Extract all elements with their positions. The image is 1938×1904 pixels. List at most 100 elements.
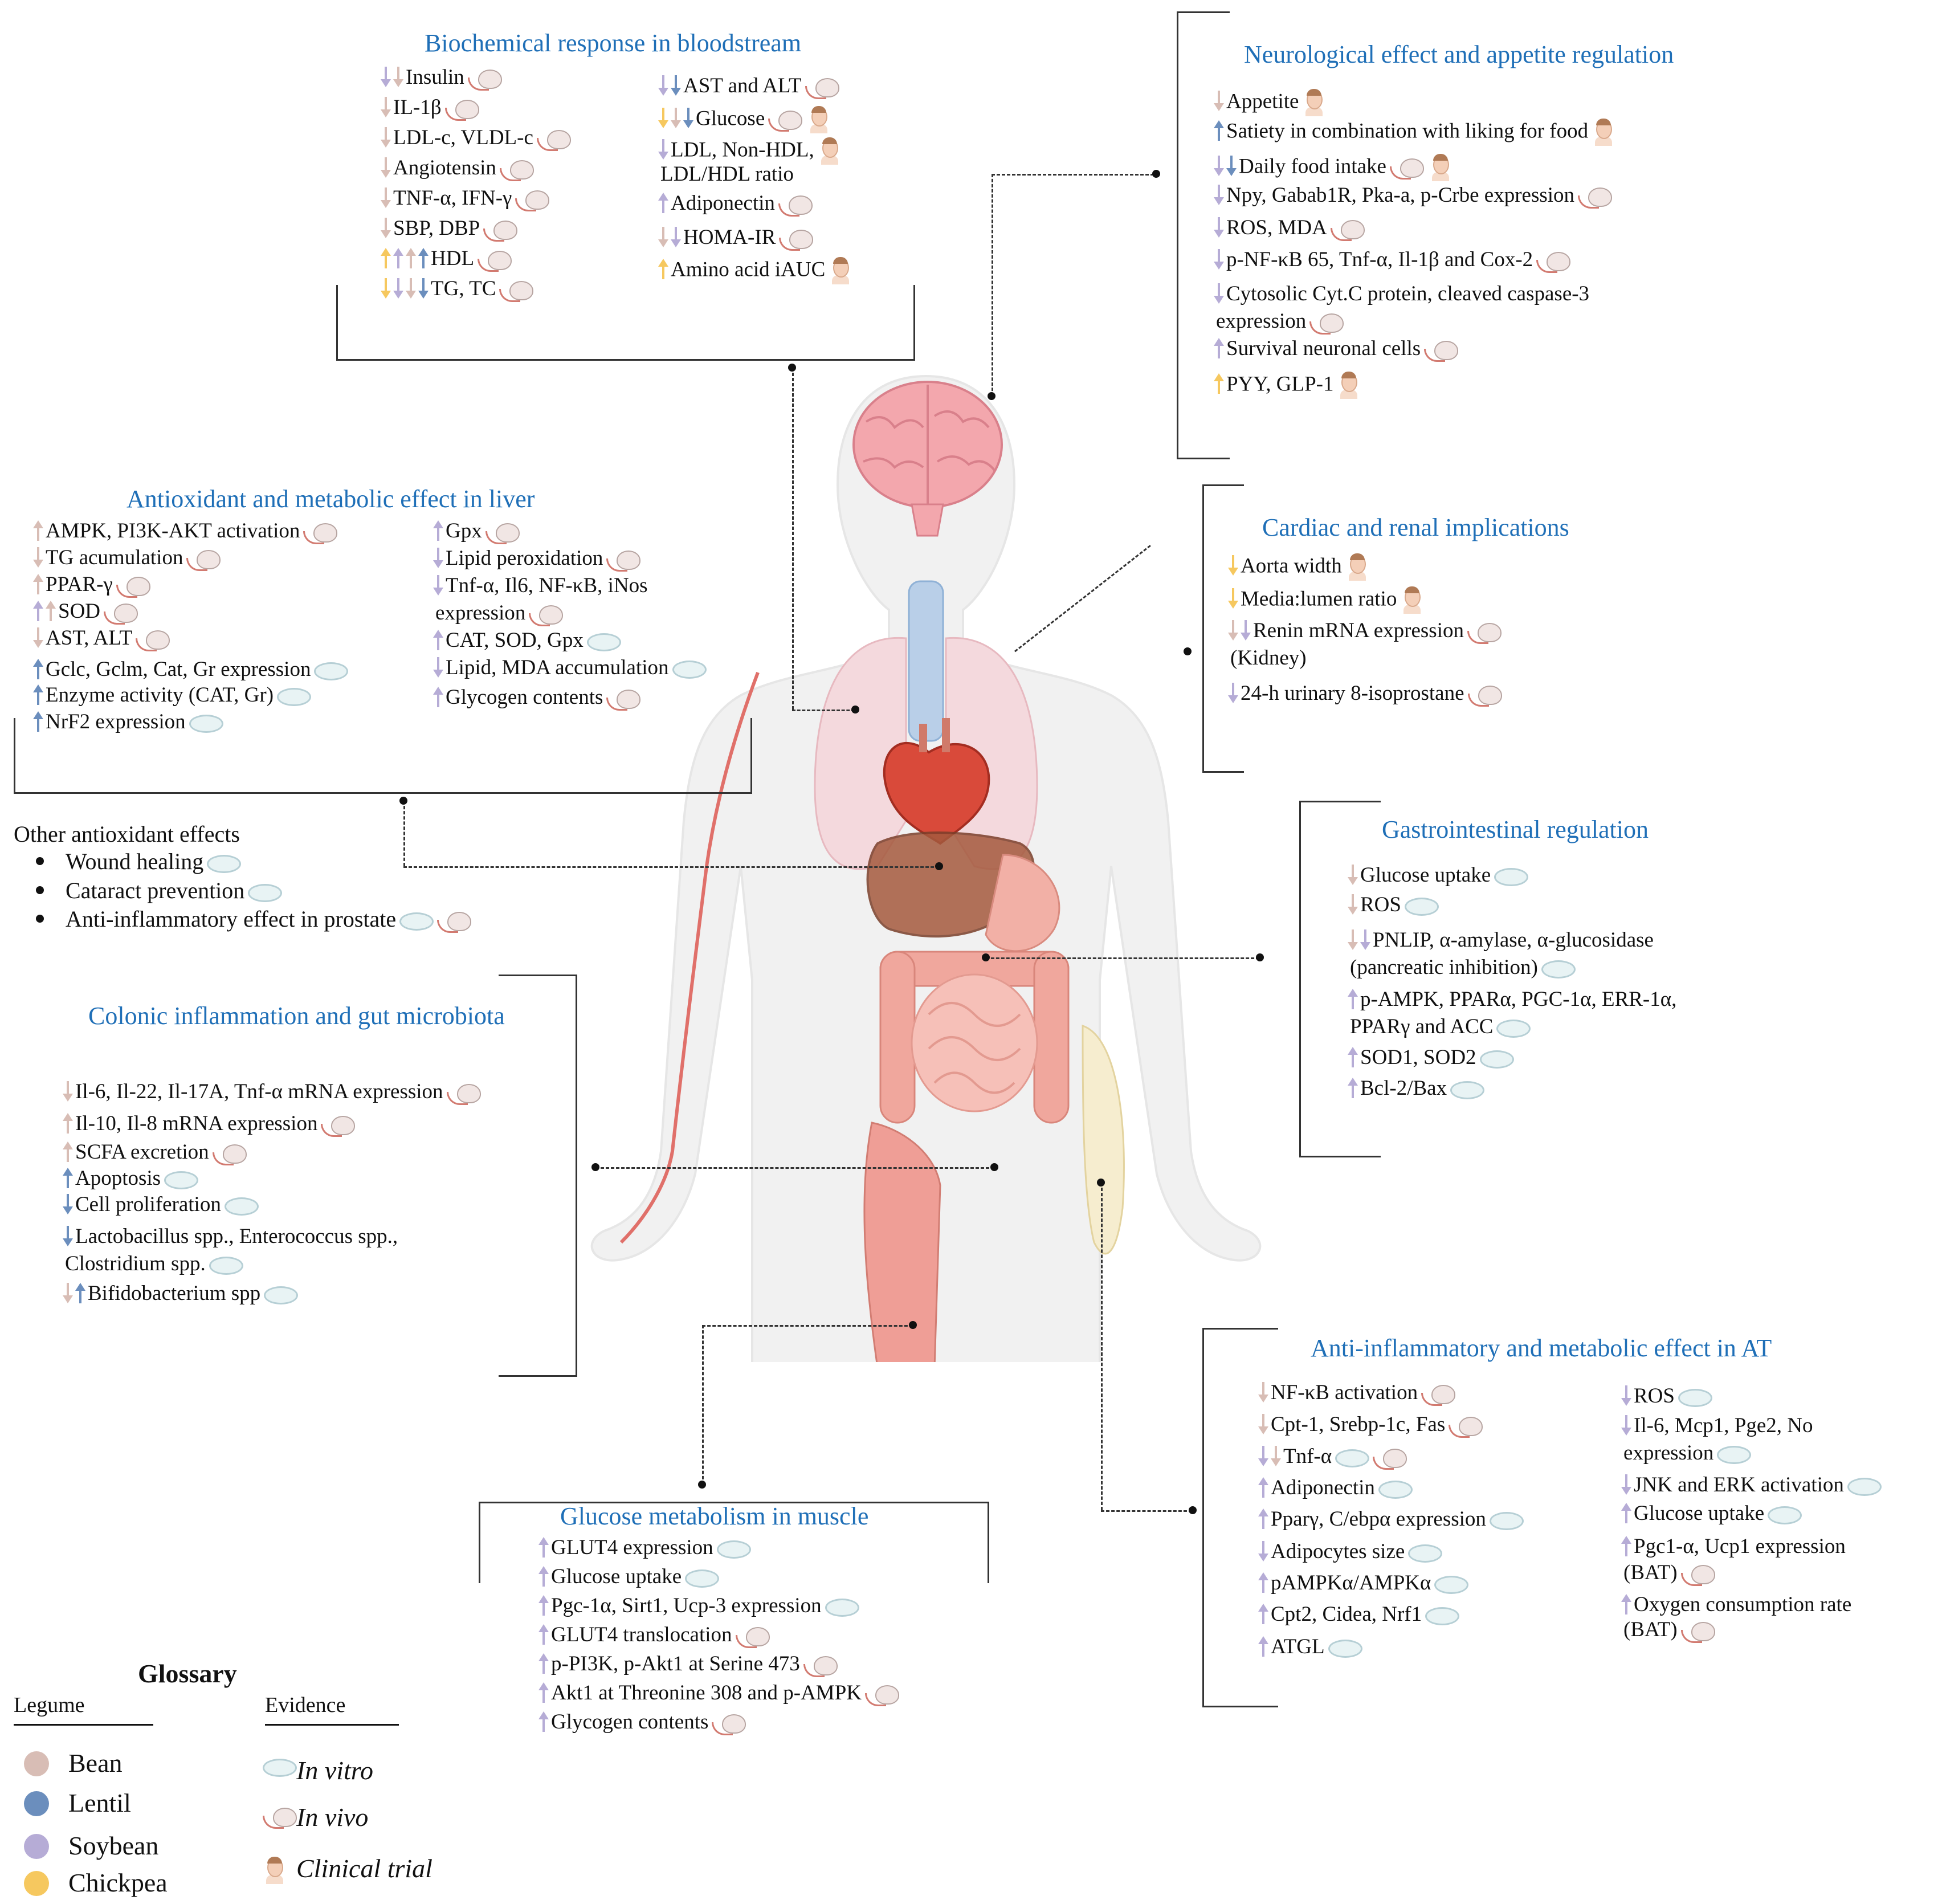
item-label: p-PI3K, p-Akt1 at Serine 473 xyxy=(551,1652,800,1675)
up-arrow-icon xyxy=(1258,1572,1268,1593)
at-item: NF-κB activation xyxy=(1258,1381,1456,1406)
up-arrow-icon xyxy=(538,1624,549,1645)
down-arrow-icon xyxy=(433,575,443,596)
item-label: GLUT4 expression xyxy=(551,1536,713,1559)
petri-dish-icon xyxy=(1496,1019,1531,1038)
petri-dish-icon xyxy=(264,1286,299,1304)
down-arrow-icon xyxy=(658,75,668,96)
adipose-tissue-icon xyxy=(1082,1024,1125,1255)
item-label: LDL, Non-HDL, xyxy=(671,138,814,162)
gi-item: Bcl-2/Bax xyxy=(1348,1077,1485,1100)
petri-dish-icon xyxy=(277,687,312,706)
item-label: IL-1β xyxy=(393,96,442,119)
mouse-icon xyxy=(1467,683,1503,707)
bloodstream-item: AST and ALT xyxy=(658,75,841,100)
bloodstream-item: LDL, Non-HDL, xyxy=(658,137,841,166)
up-arrow-icon xyxy=(1348,1078,1358,1098)
up-arrow-icon xyxy=(1214,120,1224,141)
item-label: ROS xyxy=(1360,893,1401,916)
petri-dish-icon xyxy=(207,854,242,873)
liver-section-title: Antioxidant and metabolic effect in live… xyxy=(127,485,535,513)
up-arrow-icon xyxy=(33,659,43,679)
item-label: Il-6, Mcp1, Pge2, No xyxy=(1634,1414,1813,1437)
bloodstream-item: HOMA-IR xyxy=(658,226,814,251)
item-label: AST and ALT xyxy=(683,74,802,97)
down-arrow-icon xyxy=(1621,1415,1631,1436)
mouse-icon xyxy=(606,687,642,711)
mouse-icon xyxy=(446,1082,482,1106)
up-arrow-icon xyxy=(33,574,43,594)
at-item: (BAT) xyxy=(1621,1618,1716,1644)
mouse-icon xyxy=(805,76,841,100)
item-label: AST, ALT xyxy=(46,626,133,650)
up-arrow-icon xyxy=(538,1537,549,1558)
item-label: ROS, MDA xyxy=(1226,216,1327,239)
down-arrow-icon xyxy=(381,218,391,238)
up-arrow-icon xyxy=(1258,1636,1268,1657)
human-icon xyxy=(818,137,841,166)
evidence-label: In vivo xyxy=(296,1803,369,1832)
muscle-bracket xyxy=(479,1502,989,1583)
petri-dish-icon xyxy=(1678,1388,1712,1407)
up-arrow-icon xyxy=(538,1653,549,1674)
item-label: Anti-inflammatory effect in prostate xyxy=(66,906,397,932)
gi-section-title: Gastrointestinal regulation xyxy=(1382,816,1649,843)
neuro-item: Cytosolic Cyt.C protein, cleaved caspase… xyxy=(1214,283,1589,305)
up-arrow-icon xyxy=(658,259,668,280)
item-label: expression xyxy=(1623,1441,1714,1465)
other-effect-item: Anti-inflammatory effect in prostate xyxy=(35,906,472,933)
cardiac-item: Renin mRNA expression xyxy=(1228,619,1503,645)
intestine-icon xyxy=(879,951,1070,1124)
item-label: SCFA excretion xyxy=(75,1140,209,1164)
item-label: Akt1 at Threonine 308 and p-AMPK xyxy=(551,1681,862,1705)
item-label: Lactobacillus spp., Enterococcus spp., xyxy=(75,1225,398,1248)
human-icon xyxy=(1345,553,1368,582)
mouse-icon xyxy=(865,1683,900,1707)
up-arrow-icon xyxy=(33,684,43,705)
item-label: Glucose uptake xyxy=(551,1565,682,1588)
item-label: Glucose uptake xyxy=(1634,1502,1765,1525)
petri-dish-icon xyxy=(1404,897,1439,916)
item-label: PPARγ and ACC xyxy=(1350,1015,1494,1038)
gi-item: Glucose uptake xyxy=(1348,864,1529,887)
legume-label: Bean xyxy=(68,1748,123,1777)
colonic-item: Lactobacillus spp., Enterococcus spp., xyxy=(63,1225,398,1248)
down-arrow-icon xyxy=(33,627,43,648)
down-arrow-icon xyxy=(1258,1414,1268,1434)
down-arrow-icon xyxy=(393,67,403,87)
gi-item: (pancreatic inhibition) xyxy=(1348,956,1576,979)
bloodstream-item: Insulin xyxy=(381,66,503,91)
down-arrow-icon xyxy=(1228,588,1238,609)
mouse-icon xyxy=(1309,311,1345,335)
up-arrow-icon xyxy=(1214,373,1224,394)
brain-icon xyxy=(852,381,1003,537)
neuro-item: Npy, Gabab1R, Pka-a, p-Crbe expression xyxy=(1214,184,1613,209)
mouse-icon xyxy=(499,158,535,182)
down-arrow-icon xyxy=(381,97,391,117)
blood-vessel-icon xyxy=(619,671,760,1244)
petri-dish-icon xyxy=(1434,1575,1469,1594)
petri-dish-icon xyxy=(825,1598,859,1617)
petri-dish-icon xyxy=(248,883,283,902)
colonic-item: SCFA excretion xyxy=(63,1141,248,1166)
mouse-icon xyxy=(483,218,519,242)
other-effect-item: Wound healing xyxy=(35,848,242,875)
up-arrow-icon xyxy=(538,1711,549,1732)
petri-dish-icon xyxy=(189,714,223,733)
item-label: p-AMPK, PPARα, PGC-1α, ERR-1α, xyxy=(1360,988,1677,1011)
up-arrow-icon xyxy=(433,520,443,541)
human-icon xyxy=(1337,372,1360,400)
liver-bracket xyxy=(14,718,752,794)
item-label: expression xyxy=(435,601,526,625)
down-arrow-icon xyxy=(1214,185,1224,205)
liver-item: expression xyxy=(433,602,564,627)
mouse-icon xyxy=(303,521,338,545)
item-label: Cataract prevention xyxy=(66,878,245,903)
legume-label: Soybean xyxy=(68,1831,159,1860)
item-label: Cpt2, Cidea, Nrf1 xyxy=(1271,1603,1422,1626)
item-label: Lipid peroxidation xyxy=(446,547,603,570)
down-arrow-icon xyxy=(1348,929,1358,950)
liver-item: Glycogen contents xyxy=(433,686,642,711)
neuro-item: expression xyxy=(1214,310,1345,335)
colonic-item: Apoptosis xyxy=(63,1167,199,1190)
